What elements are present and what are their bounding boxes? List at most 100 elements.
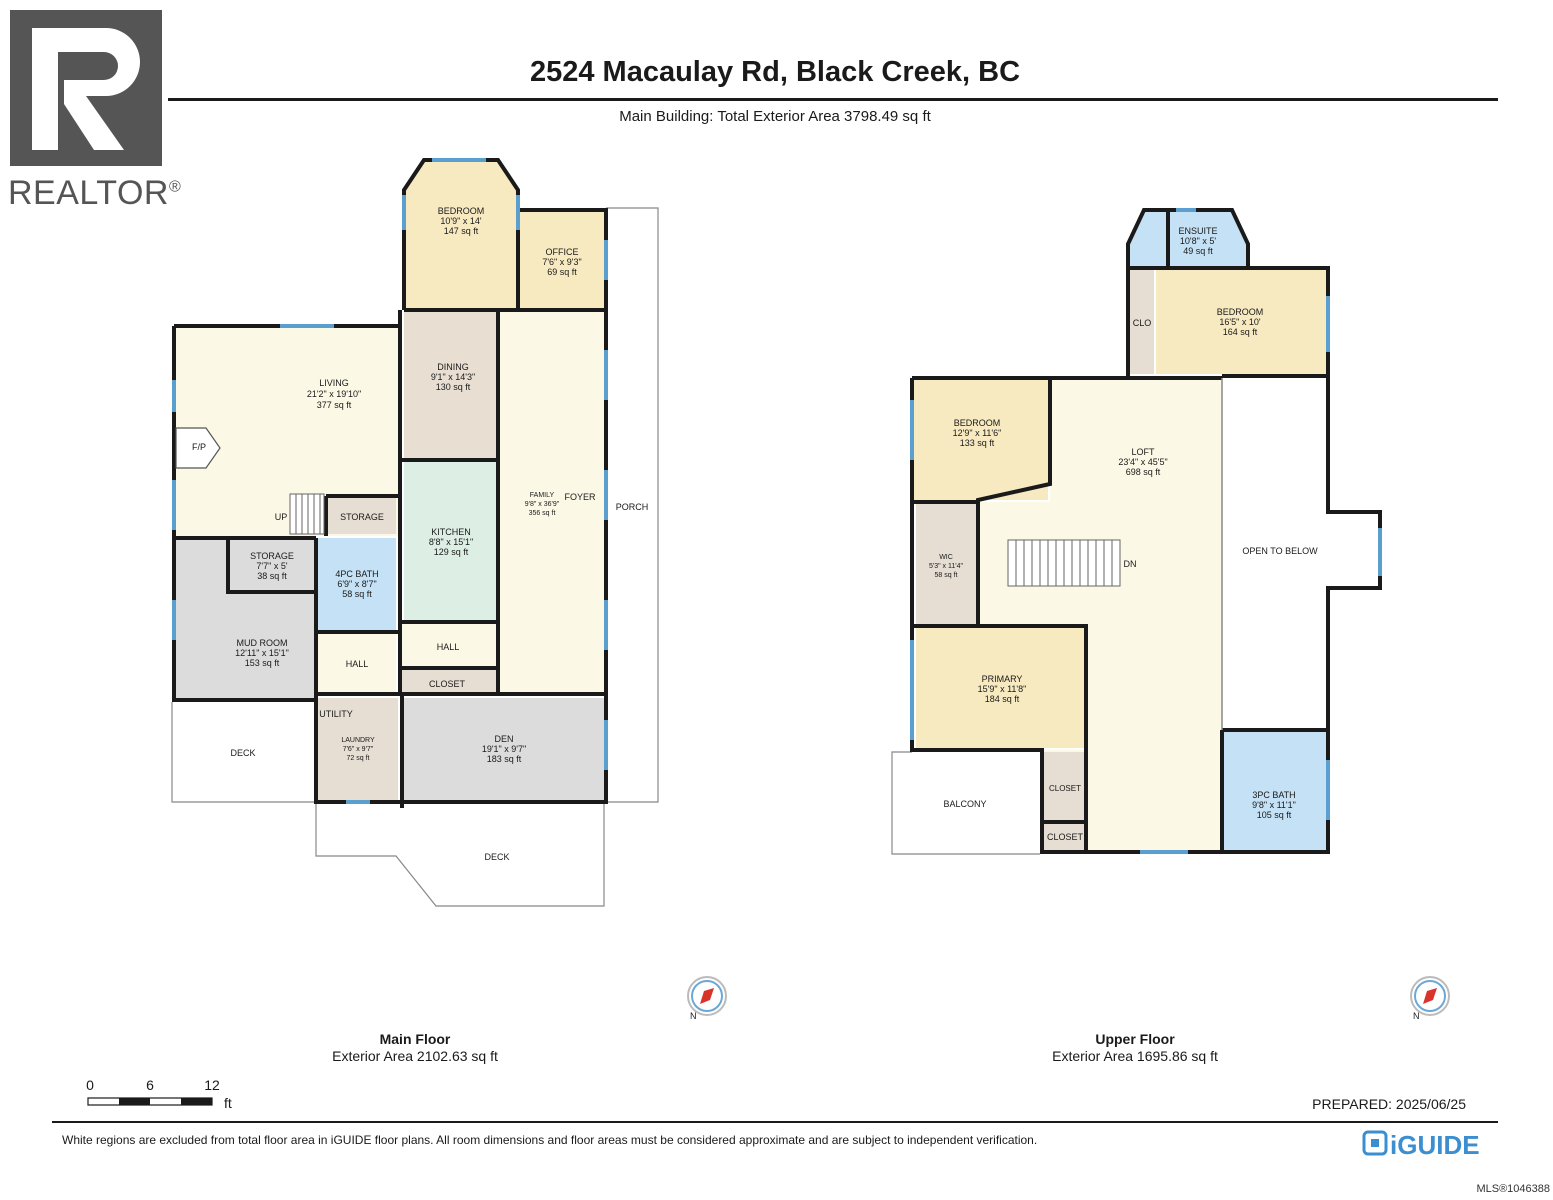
- wic-room: [916, 504, 976, 624]
- footer-divider: [52, 1121, 1498, 1123]
- kitchen-name: KITCHEN: [431, 527, 471, 537]
- primary-area: 184 sq ft: [985, 694, 1020, 704]
- scale-bar: 0 6 12 ft: [86, 1077, 232, 1111]
- storage-label: STORAGE: [340, 512, 384, 522]
- main-floor-area: Exterior Area 2102.63 sq ft: [332, 1048, 498, 1064]
- realtor-logo: REALTOR®: [8, 8, 181, 212]
- wic-area: 58 sq ft: [935, 572, 958, 579]
- dining-area: 130 sq ft: [436, 382, 471, 392]
- iguide-mark-icon: [1362, 1130, 1388, 1156]
- office-area: 69 sq ft: [547, 267, 577, 277]
- compass-main-icon: N: [687, 976, 727, 1021]
- upper-bedroom-left-room: [914, 380, 1048, 500]
- bath4-dims: 6'9" x 8'7": [337, 579, 376, 589]
- closet2-label: CLOSET: [1047, 832, 1084, 842]
- stairs-up-label: UP: [275, 512, 288, 522]
- upper-bedroom-top-name: BEDROOM: [1217, 307, 1264, 317]
- hall-right-label: HALL: [437, 642, 460, 652]
- upper-bedroom-top-room: [1156, 270, 1328, 374]
- dining-dims: 9'1" x 14'3": [431, 372, 475, 382]
- ensuite-area: 49 sq ft: [1183, 246, 1213, 256]
- fireplace-label: F/P: [192, 442, 206, 452]
- loft-area: 698 sq ft: [1126, 467, 1161, 477]
- scale-unit: ft: [224, 1095, 232, 1111]
- storage-upper: [326, 496, 396, 534]
- bath3-name: 3PC BATH: [1252, 790, 1295, 800]
- loft-name: LOFT: [1131, 447, 1155, 457]
- upper-bedroom-left-area: 133 sq ft: [960, 438, 995, 448]
- dining-room: [404, 312, 500, 460]
- den-dims: 19'1" x 9'7": [482, 744, 526, 754]
- laundry-area: 72 sq ft: [347, 755, 370, 762]
- main-floor-plan: BEDROOM 10'9" x 14' 147 sq ft OFFICE 7'6…: [171, 158, 659, 907]
- closet-room: [400, 670, 496, 694]
- balcony-outline: [891, 751, 1040, 855]
- title-divider: [168, 98, 1498, 101]
- scale-tick-0: 0: [86, 1077, 94, 1093]
- den-area: 183 sq ft: [487, 754, 522, 764]
- iguide-logo: iGUIDE: [1362, 1130, 1480, 1160]
- scale-tick-6: 6: [146, 1077, 154, 1093]
- main-bedroom-room: [404, 160, 518, 310]
- mudroom-dims: 12'11" x 15'1": [235, 648, 289, 658]
- den-room: [404, 698, 604, 800]
- primary-dims: 15'9" x 11'8": [978, 684, 1027, 694]
- office-dims: 7'6" x 9'3": [542, 257, 581, 267]
- open-to-below-label: OPEN TO BELOW: [1242, 546, 1318, 556]
- compass-upper-n: N: [1413, 1011, 1420, 1021]
- den-name: DEN: [494, 734, 513, 744]
- clo-label: CLO: [1133, 318, 1152, 328]
- kitchen-room: [404, 462, 498, 622]
- wic-dims: 5'3" x 11'4": [929, 563, 963, 570]
- family-room: [500, 312, 604, 694]
- upper-bedroom-top-dims: 16'5" x 10': [1219, 317, 1260, 327]
- mudroom-name: MUD ROOM: [237, 638, 288, 648]
- hall-left: [318, 632, 396, 694]
- family-dims: 9'8" x 36'9": [525, 501, 560, 508]
- bath4-room: [318, 538, 396, 630]
- main-floor-name: Main Floor: [379, 1031, 451, 1047]
- upper-floor-caption: Upper Floor Exterior Area 1695.86 sq ft: [980, 1031, 1290, 1065]
- storage-small-dims: 7'7" x 5': [256, 561, 287, 571]
- utility-label: UTILITY: [319, 709, 353, 719]
- compass-upper-icon: N: [1410, 976, 1450, 1021]
- clo-room: [1130, 270, 1154, 374]
- mudroom-room: [176, 538, 316, 700]
- upper-floor-area: Exterior Area 1695.86 sq ft: [1052, 1048, 1218, 1064]
- fireplace-shape: [175, 427, 221, 469]
- porch-label: PORCH: [616, 502, 649, 512]
- ensuite-dims: 10'8" x 5': [1180, 236, 1216, 246]
- kitchen-dims: 8'8" x 15'1": [429, 537, 473, 547]
- stairs-down-label: DN: [1124, 559, 1137, 569]
- main-floor-caption: Main Floor Exterior Area 2102.63 sq ft: [250, 1031, 580, 1065]
- hall-left-label: HALL: [346, 659, 369, 669]
- bath3-room: [1222, 732, 1326, 850]
- closet2-room: [1044, 824, 1086, 850]
- scale-tick-12: 12: [204, 1077, 220, 1093]
- upper-bedroom-left-name: BEDROOM: [954, 418, 1001, 428]
- closet1-label: CLOSET: [1049, 784, 1081, 793]
- upper-bedroom-left-dims: 12'9" x 11'6": [953, 428, 1002, 438]
- laundry-room: [318, 698, 398, 800]
- mls-number: MLS®1046388: [1476, 1183, 1550, 1195]
- iguide-wordmark: iGUIDE: [1390, 1130, 1480, 1160]
- bath3-area: 105 sq ft: [1257, 810, 1292, 820]
- loft-dims: 23'4" x 45'5": [1118, 457, 1167, 467]
- closet1-room: [1044, 752, 1086, 822]
- upper-windows: [910, 208, 1382, 854]
- wic-name: WIC: [939, 554, 953, 561]
- realtor-r-icon: [10, 10, 162, 166]
- bath3-dims: 9'8" x 11'1": [1252, 800, 1296, 810]
- prepared-date: PREPARED: 2025/06/25: [1312, 1096, 1466, 1112]
- main-bedroom-area: 147 sq ft: [444, 226, 479, 236]
- bath4-name: 4PC BATH: [335, 569, 378, 579]
- primary-name: PRIMARY: [982, 674, 1023, 684]
- main-windows: [172, 158, 608, 804]
- living-dims: 21'2" x 19'10": [307, 389, 361, 399]
- upper-stairs: [1007, 539, 1121, 587]
- office-room: [520, 212, 604, 310]
- total-area-subtitle: Main Building: Total Exterior Area 3798.…: [619, 108, 931, 125]
- upper-floor-name: Upper Floor: [1095, 1031, 1175, 1047]
- office-name: OFFICE: [546, 247, 579, 257]
